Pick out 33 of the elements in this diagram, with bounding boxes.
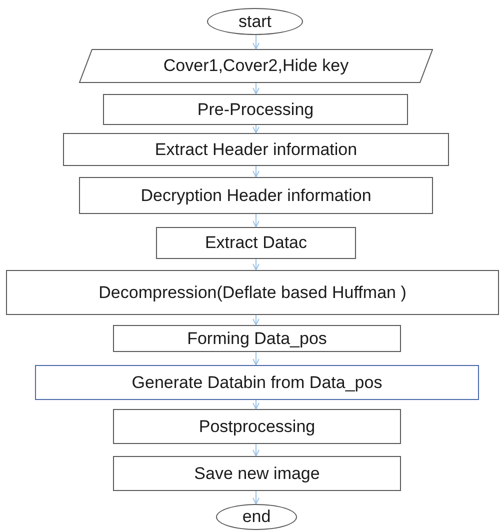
arrow: [252, 214, 260, 228]
arrow: [252, 124, 260, 134]
process-box: [156, 227, 356, 259]
step-label: Pre-Processing: [197, 98, 314, 120]
process-box: [113, 325, 401, 352]
arrow: [252, 166, 260, 178]
step-label: Save new image: [194, 462, 320, 484]
arrow: [252, 444, 260, 456]
step-label: start: [238, 10, 272, 32]
step-label: Generate Databin from Data_pos: [132, 372, 382, 394]
step-label: Postprocessing: [198, 416, 316, 438]
step-label: Forming Data_pos: [187, 328, 327, 350]
process-box: [63, 133, 449, 166]
arrow: [252, 490, 260, 504]
step-label: Cover1,Cover2,Hide key: [163, 55, 349, 77]
step-label: end: [242, 506, 271, 528]
arrow: [252, 314, 260, 326]
step-label: Extract Datac: [204, 232, 308, 254]
step-label: Decryption Header information: [140, 184, 372, 206]
process-box: [35, 365, 479, 400]
step-label: Decompression(Deflate based Huffman ): [98, 282, 406, 304]
step-label: Extract Header information: [154, 138, 358, 160]
process-box: [79, 177, 433, 214]
process-box: [103, 94, 408, 125]
arrow: [252, 400, 260, 410]
arrow: [252, 34, 260, 50]
process-box: [113, 409, 401, 444]
arrow: [252, 82, 260, 94]
arrow: [252, 352, 260, 366]
input-parallelogram: [79, 49, 433, 83]
arrow: [252, 258, 260, 270]
process-box: [6, 270, 499, 315]
process-box: [113, 456, 401, 491]
